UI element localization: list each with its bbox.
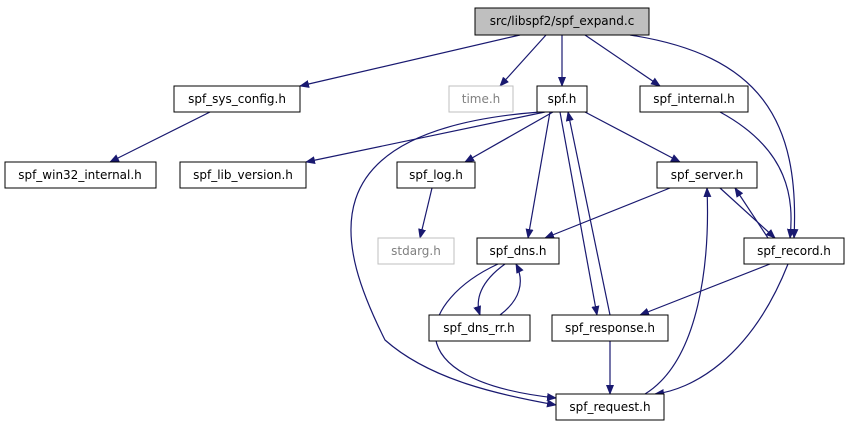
node-spf-internal[interactable]: spf_internal.h — [639, 85, 749, 113]
node-spf-response[interactable]: spf_response.h — [551, 314, 669, 342]
node-spf-record-label: spf_record.h — [757, 244, 831, 258]
node-spf-dns-label: spf_dns.h — [490, 244, 547, 258]
edge-spf-to-spf-response — [559, 111, 600, 316]
node-root[interactable]: src/libspf2/spf_expand.c — [474, 7, 650, 36]
node-time-box — [448, 85, 514, 113]
edge-spf-server-to-spf-dns — [544, 187, 671, 239]
edge-spf-to-spf-dns — [525, 111, 551, 239]
node-time: time.h — [448, 85, 514, 113]
node-spf-lib-version[interactable]: spf_lib_version.h — [179, 161, 307, 189]
node-spf-win32-internal-box — [4, 161, 157, 189]
node-spf-sys-config-label: spf_sys_config.h — [188, 92, 286, 106]
node-spf-lib-version-label: spf_lib_version.h — [193, 168, 293, 182]
node-spf-box — [536, 85, 588, 113]
node-spf-sys-config[interactable]: spf_sys_config.h — [173, 85, 301, 113]
edge-spf-record-to-spf-request — [654, 263, 789, 397]
edge-spf-to-spf-server — [584, 111, 681, 163]
node-stdarg-box — [377, 237, 455, 265]
edge-spf-to-spf-request — [350, 111, 557, 408]
node-spf-server-label: spf_server.h — [671, 168, 743, 182]
edge-spf-to-spf-lib-version — [305, 111, 546, 165]
node-root-label: src/libspf2/spf_expand.c — [490, 14, 635, 28]
edge-spf-sys-config-to-spf-win32-internal — [109, 111, 211, 163]
edge-spf-record-to-spf-response — [639, 263, 771, 316]
node-spf-log-label: spf_log.h — [409, 168, 463, 182]
node-spf-request-box — [555, 393, 665, 421]
node-spf-record[interactable]: spf_record.h — [743, 237, 845, 265]
node-time-label: time.h — [462, 92, 501, 106]
edge-spf-response-to-spf — [565, 111, 611, 316]
edge-spf-internal-to-spf-record — [719, 111, 795, 239]
edge-root-to-time — [499, 34, 547, 87]
edge-root-to-spf-internal — [584, 34, 661, 87]
node-spf-win32-internal-label: spf_win32_internal.h — [18, 168, 142, 182]
node-spf-server[interactable]: spf_server.h — [656, 161, 758, 189]
edge-root-to-spf-record — [629, 34, 799, 239]
node-spf-log[interactable]: spf_log.h — [396, 161, 476, 189]
edge-spf-log-to-stdarg — [418, 187, 433, 239]
node-stdarg: stdarg.h — [377, 237, 455, 265]
node-spf-internal-label: spf_internal.h — [653, 92, 735, 106]
node-stdarg-label: stdarg.h — [391, 244, 441, 258]
edge-spf-to-spf-log — [464, 111, 554, 163]
edge-root-to-spf-sys-config — [299, 34, 521, 88]
node-spf-response-box — [551, 314, 669, 342]
edge-spf-request-to-spf-server — [644, 187, 712, 395]
node-spf-dns[interactable]: spf_dns.h — [476, 237, 560, 265]
node-spf-server-box — [656, 161, 758, 189]
node-spf-log-box — [396, 161, 476, 189]
node-spf[interactable]: spf.h — [536, 85, 588, 113]
node-spf-response-label: spf_response.h — [565, 321, 655, 335]
node-spf-record-box — [743, 237, 845, 265]
edge-spf-dns-to-spf-dns-rr — [473, 263, 506, 316]
edge-spf-server-to-spf-record — [719, 187, 776, 239]
node-spf-dns-box — [476, 237, 560, 265]
node-spf-dns-rr[interactable]: spf_dns_rr.h — [428, 314, 531, 342]
node-spf-request-label: spf_request.h — [569, 400, 650, 414]
node-spf-request[interactable]: spf_request.h — [555, 393, 665, 421]
edge-spf-dns-rr-to-spf-dns — [499, 263, 524, 316]
node-spf-sys-config-box — [173, 85, 301, 113]
node-spf-win32-internal[interactable]: spf_win32_internal.h — [4, 161, 157, 189]
node-spf-label: spf.h — [548, 92, 577, 106]
edge-spf-record-to-spf-server — [734, 187, 769, 239]
node-spf-dns-rr-label: spf_dns_rr.h — [443, 321, 515, 335]
node-spf-lib-version-box — [179, 161, 307, 189]
node-root-box — [474, 7, 650, 36]
node-spf-internal-box — [639, 85, 749, 113]
node-spf-dns-rr-box — [428, 314, 531, 342]
